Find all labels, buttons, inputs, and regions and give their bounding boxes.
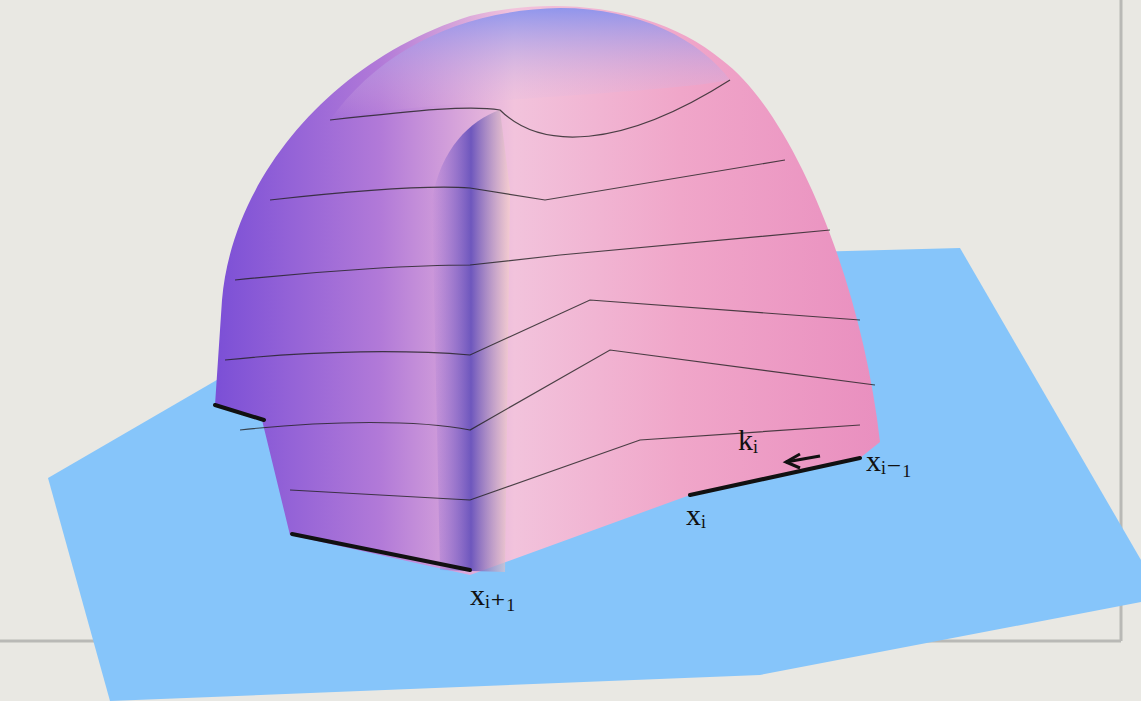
vertex-label: xᵢ₋₁ xyxy=(866,446,912,476)
vertex-label: xᵢ₊₁ xyxy=(470,580,516,610)
vertex-label: xᵢ xyxy=(686,500,706,530)
vertex-label: kᵢ xyxy=(738,425,758,455)
